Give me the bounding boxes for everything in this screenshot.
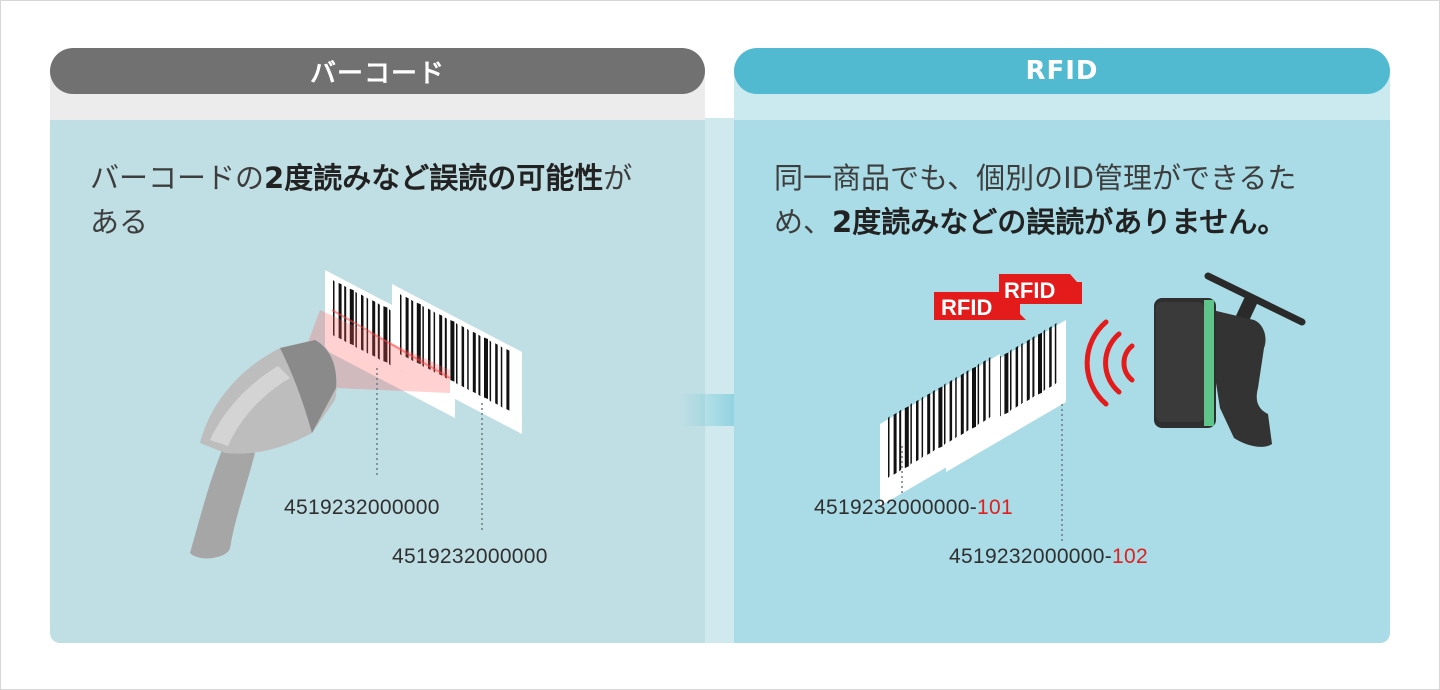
barcode-stripe (484, 337, 488, 399)
barcode-stripe (355, 291, 357, 349)
barcode-code-a: 4519232000000 (284, 496, 440, 519)
rfid-title: RFID (734, 48, 1390, 94)
barcode-desc-emphasis: 2度読みなど誤読の可能性 (264, 161, 604, 195)
barcode-illustration (190, 270, 522, 559)
barcode-stripe (428, 308, 431, 370)
barcode-stripe (983, 360, 986, 422)
barcode-title: バーコード (50, 48, 705, 94)
barcode-stripe (495, 343, 498, 405)
barcode-stripe (1043, 329, 1046, 392)
barcode-stripe (899, 409, 902, 472)
barcode-stripe (405, 296, 409, 359)
barcode-stripe (938, 386, 943, 449)
barcode-stripe (489, 340, 492, 402)
rfid-panel: RFID 同一商品でも、個別のID管理ができるた め、2度読みなどの誤読がありま… (734, 48, 1390, 643)
rfid-tag-icon-a: RFID (934, 292, 1026, 320)
barcode-stripe (366, 297, 369, 354)
barcode-stripe (1015, 345, 1019, 408)
barcode-stripe (383, 306, 388, 363)
barcode-stripe (988, 356, 991, 419)
barcode-stripe (977, 363, 980, 426)
barcode-stripe (433, 311, 436, 373)
barcode-stripe (456, 323, 458, 385)
barcode-stripe (377, 303, 380, 360)
barcode-stripe (333, 280, 335, 337)
barcode-stripe (1026, 339, 1030, 402)
rfid-tag-icon-b: RFID (999, 274, 1082, 304)
barcode-description: バーコードの2度読みなど誤読の可能性が ある (90, 156, 680, 244)
rfid-desc-emphasis: 2度読みなどの誤読がありません。 (832, 205, 1287, 239)
barcode-stripe (1049, 326, 1052, 388)
rfid-tag-label-a: RFID (941, 295, 992, 320)
barcode-stripe (478, 334, 481, 397)
barcode-stripe (1004, 352, 1009, 415)
barcode-stripe (372, 300, 376, 357)
barcode-stripe (338, 282, 342, 340)
barcode-body (50, 120, 705, 643)
barcode-stripe (1054, 322, 1057, 385)
panel-gap (705, 118, 734, 643)
barcode-stripe (966, 370, 969, 432)
barcode-stripe (944, 383, 946, 445)
barcode-stripe (472, 331, 476, 394)
barcode-desc-part1: バーコードの (90, 161, 265, 195)
barcode-scanner-icon (190, 340, 337, 559)
rfid-desc-part2: め、 (774, 205, 833, 239)
barcode-stripe (450, 320, 455, 382)
rfid-reader-icon (1154, 272, 1306, 447)
barcode-stripe (927, 393, 931, 455)
barcode-desc-part3: が (603, 161, 633, 195)
barcode-stripe (972, 366, 976, 429)
barcode-stripe (932, 389, 935, 452)
rfid-signal-icon (1084, 319, 1135, 407)
barcode-stripe (1038, 332, 1042, 395)
barcode-stripe (960, 373, 964, 436)
barcode-stripe (1032, 336, 1035, 398)
barcode-stripe (389, 309, 391, 366)
barcode-stripe (921, 396, 924, 459)
barcode-stripe (344, 285, 347, 343)
barcode-stripe (888, 416, 890, 478)
barcode-desc-part4: ある (90, 205, 149, 239)
barcode-panel: バーコード バーコードの2度読みなど誤読の可能性が ある 45192320000… (50, 48, 705, 643)
rfid-code-b: 4519232000000-102 (949, 545, 1148, 568)
rfid-tag-label-b: RFID (1004, 278, 1055, 303)
barcode-stripe (439, 314, 443, 376)
barcode-label-front (392, 284, 522, 434)
rfid-label-front (880, 354, 1000, 506)
barcode-stripe (444, 317, 447, 379)
rfid-illustration: RFID RFID (880, 272, 1306, 542)
barcode-stripe (1021, 342, 1023, 405)
barcode-stripe (422, 305, 424, 368)
barcode-stripe (361, 294, 364, 351)
rfid-code-a: 4519232000000-101 (814, 496, 1013, 519)
barcode-stripe (461, 325, 465, 388)
barcode-stripe (910, 403, 912, 465)
barcode-stripe (904, 406, 909, 469)
barcode-stripe (467, 328, 469, 391)
barcode-stripe (955, 376, 957, 439)
rfid-desc-part1: 同一商品でも、個別のID管理ができるた (774, 161, 1297, 195)
barcode-stripe (500, 346, 503, 408)
barcode-stripe (893, 412, 897, 475)
scan-beam-icon (305, 310, 450, 393)
barcode-stripe (400, 294, 402, 356)
barcode-stripe (349, 288, 354, 346)
barcode-code-b: 4519232000000 (392, 545, 548, 568)
barcode-stripe (1010, 349, 1012, 411)
barcode-stripe (916, 399, 919, 462)
barcode-stripe (411, 299, 414, 362)
barcode-stripe (506, 349, 510, 411)
barcode-stripe (949, 379, 953, 442)
barcode-stripe (416, 302, 421, 365)
rfid-description: 同一商品でも、個別のID管理ができるた め、2度読みなどの誤読がありません。 (774, 156, 1374, 244)
